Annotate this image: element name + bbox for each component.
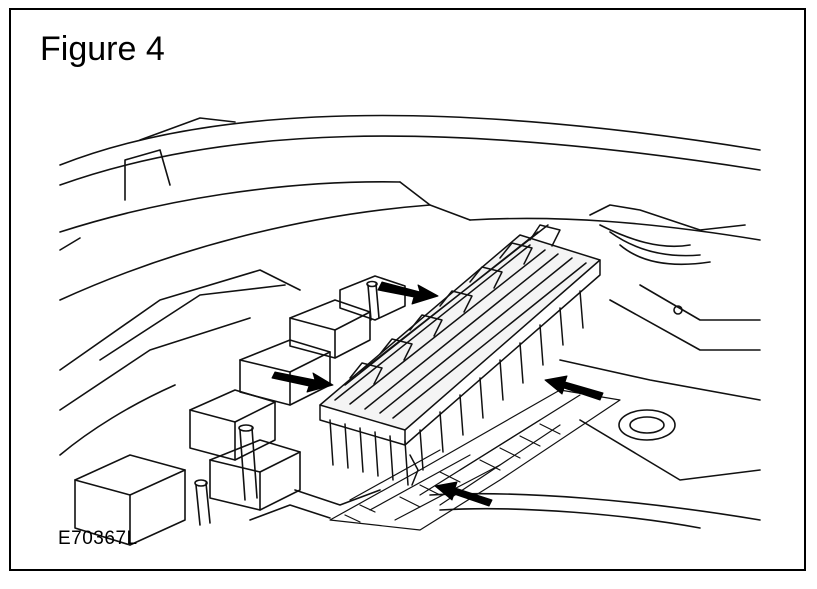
arrow-bottom	[434, 481, 493, 507]
left-side-panel	[59, 269, 301, 456]
arrow-top	[377, 281, 439, 305]
right-side-components	[429, 204, 761, 529]
fuse-module	[319, 224, 601, 486]
body-panel-lines	[59, 114, 761, 301]
arrow-left	[271, 371, 334, 393]
fuse-pins	[194, 280, 380, 526]
indicator-arrows	[271, 281, 604, 507]
figure-title: Figure 4	[40, 30, 165, 68]
figure-reference-code: E70367L	[58, 528, 138, 549]
arrow-right	[544, 375, 604, 401]
